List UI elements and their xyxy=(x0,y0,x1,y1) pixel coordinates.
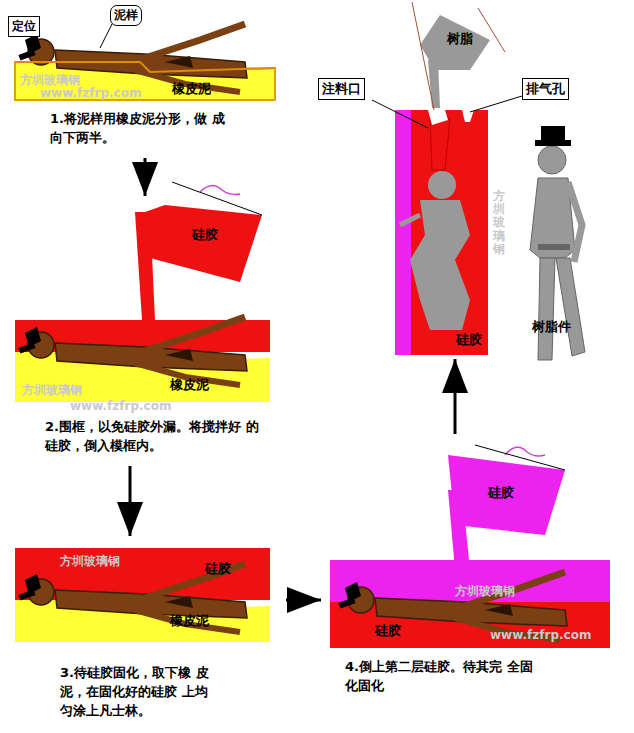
callout-text: 注料口 xyxy=(322,81,361,96)
material-label: 硅胶 xyxy=(375,622,401,640)
material-label: 橡皮泥 xyxy=(170,376,209,394)
step-panel: 2.围框，以免硅胶外漏。将搅拌好 的硅胶，倒入模框内。 xyxy=(10,200,280,460)
watermark: 方圳玻璃钢 xyxy=(455,583,515,600)
watermark: www.fzfrp.com xyxy=(490,628,591,642)
callout-text: 排气孔 xyxy=(526,81,565,96)
watermark: 方圳玻璃钢 xyxy=(493,190,505,256)
step-arrow xyxy=(442,359,468,434)
callout-box: 排气孔 xyxy=(522,78,569,100)
material-label: 硅胶 xyxy=(192,226,218,244)
step-arrow xyxy=(132,158,158,196)
material-label: 硅胶 xyxy=(205,560,231,578)
material-label: 硅胶 xyxy=(488,484,514,502)
step-caption: 4.倒上第二层硅胶。待其完 全固化固化 xyxy=(345,658,535,696)
step-panel: 4.倒上第二层硅胶。待其完 全固化固化 xyxy=(325,440,620,702)
callout-text: 定位 xyxy=(12,19,36,33)
step-caption: 1.将泥样用橡皮泥分形，做 成向下两半。 xyxy=(50,110,230,148)
material-label: 树脂 xyxy=(447,30,473,48)
watermark: 方圳玻璃钢 xyxy=(22,382,82,399)
material-label: 橡皮泥 xyxy=(172,80,211,98)
silicone-mold: 硅胶 xyxy=(395,110,488,355)
step-caption: 2.围框，以免硅胶外漏。将搅拌好 的硅胶，倒入模框内。 xyxy=(45,418,260,456)
callout-text: 泥样 xyxy=(114,8,138,22)
material-label: 硅胶 xyxy=(456,331,482,349)
step-arrow xyxy=(117,466,143,536)
step-arrow xyxy=(286,587,321,613)
watermark: 方圳玻璃钢 xyxy=(60,553,120,570)
callout-box: 定位 xyxy=(8,16,40,37)
part-label: 树脂件 xyxy=(532,318,571,336)
callout-box: 注料口 xyxy=(318,78,365,100)
step-panel: 3.待硅胶固化，取下橡 皮泥，在固化好的硅胶 上均匀涂上凡士林。 xyxy=(10,540,280,725)
step-caption: 3.待硅胶固化，取下橡 皮泥，在固化好的硅胶 上均匀涂上凡士林。 xyxy=(60,664,220,721)
callout-box: 泥样 xyxy=(110,5,142,26)
watermark: www.fzfrp.com xyxy=(40,86,141,100)
material-label: 橡皮泥 xyxy=(170,612,209,630)
watermark: www.fzfrp.com xyxy=(70,399,171,413)
